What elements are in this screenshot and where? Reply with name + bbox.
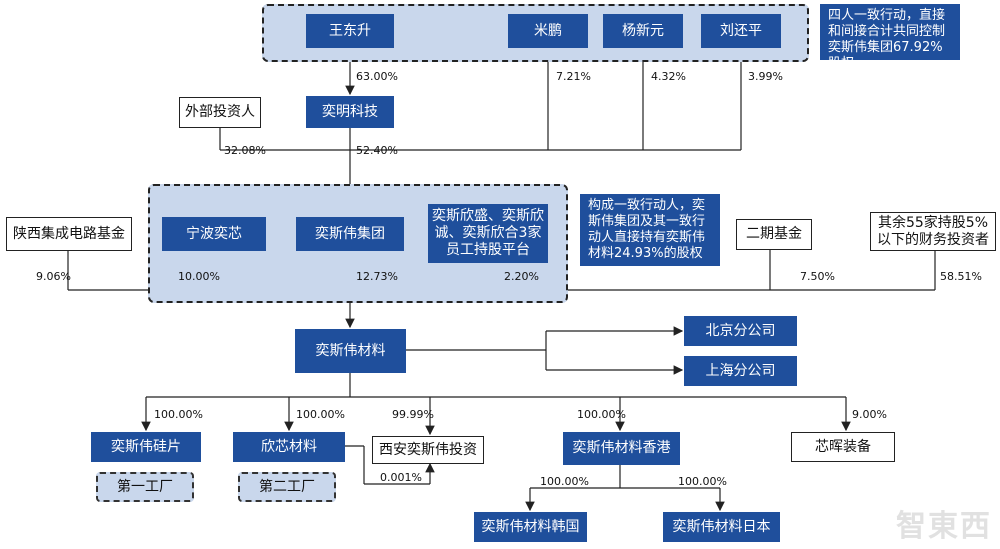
pct-xinhui: 9.00% (852, 408, 887, 421)
pct-external: 32.08% (224, 144, 266, 157)
pct-korea: 100.00% (540, 475, 589, 488)
pct-hk: 100.00% (577, 408, 626, 421)
pct-xian: 99.99% (392, 408, 434, 421)
node-factory-1[interactable]: 第一工厂 (96, 472, 194, 502)
node-ningbo-yixin[interactable]: 宁波奕芯 (162, 217, 266, 251)
watermark-logo: 智東西 (896, 509, 992, 544)
node-esswin-japan[interactable]: 奕斯伟材料日本 (663, 512, 780, 542)
node-other-investors[interactable]: 其余55家持股5%以下的财务投资者 (870, 212, 996, 251)
node-phase2-fund[interactable]: 二期基金 (736, 219, 812, 250)
pct-esop: 2.20% (504, 270, 539, 283)
node-esswin-wafer[interactable]: 奕斯伟硅片 (91, 432, 201, 462)
pct-yiming: 52.40% (356, 144, 398, 157)
node-external-investors[interactable]: 外部投资人 (179, 97, 261, 128)
node-esswin-materials[interactable]: 奕斯伟材料 (295, 329, 406, 373)
node-esswin-korea[interactable]: 奕斯伟材料韩国 (474, 512, 587, 542)
pct-shaanxi: 9.06% (36, 270, 71, 283)
node-xinxin-materials[interactable]: 欣芯材料 (233, 432, 345, 462)
node-factory-2[interactable]: 第二工厂 (238, 472, 336, 502)
node-esswin-group[interactable]: 奕斯伟集团 (296, 217, 404, 251)
node-liu-huanping[interactable]: 刘还平 (701, 14, 781, 48)
pct-xinxin: 100.00% (296, 408, 345, 421)
node-xinhui-equipment[interactable]: 芯晖装备 (791, 432, 895, 462)
pct-mi-peng: 7.21% (556, 70, 591, 83)
node-shanghai-branch[interactable]: 上海分公司 (684, 356, 797, 386)
pct-liu-huanping: 3.99% (748, 70, 783, 83)
node-shaanxi-fund[interactable]: 陕西集成电路基金 (6, 217, 132, 251)
node-yiming-tech[interactable]: 奕明科技 (306, 96, 394, 128)
pct-wang-yiming: 63.00% (356, 70, 398, 83)
note-concert-four: 四人一致行动，直接和间接合计共同控制奕斯伟集团67.92%股权 (820, 4, 960, 71)
node-esop-platforms[interactable]: 奕斯欣盛、奕斯欣诚、奕斯欣合3家员工持股平台 (428, 204, 548, 263)
node-yang-xinyuan[interactable]: 杨新元 (603, 14, 683, 48)
pct-yang-xinyuan: 4.32% (651, 70, 686, 83)
pct-wafer: 100.00% (154, 408, 203, 421)
node-xian-investment[interactable]: 西安奕斯伟投资 (372, 436, 484, 464)
node-beijing-branch[interactable]: 北京分公司 (684, 316, 797, 346)
pct-group: 12.73% (356, 270, 398, 283)
pct-xinxin-xian: 0.001% (380, 471, 422, 484)
pct-japan: 100.00% (678, 475, 727, 488)
node-wang-dongsheng[interactable]: 王东升 (306, 14, 394, 48)
node-esswin-hk[interactable]: 奕斯伟材料香港 (563, 432, 680, 465)
note-concert-group: 构成一致行动人，奕斯伟集团及其一致行动人直接持有奕斯伟材料24.93%的股权 (580, 194, 720, 266)
pct-others: 58.51% (940, 270, 982, 283)
node-mi-peng[interactable]: 米鹏 (508, 14, 588, 48)
pct-phase2: 7.50% (800, 270, 835, 283)
pct-ningbo: 10.00% (178, 270, 220, 283)
